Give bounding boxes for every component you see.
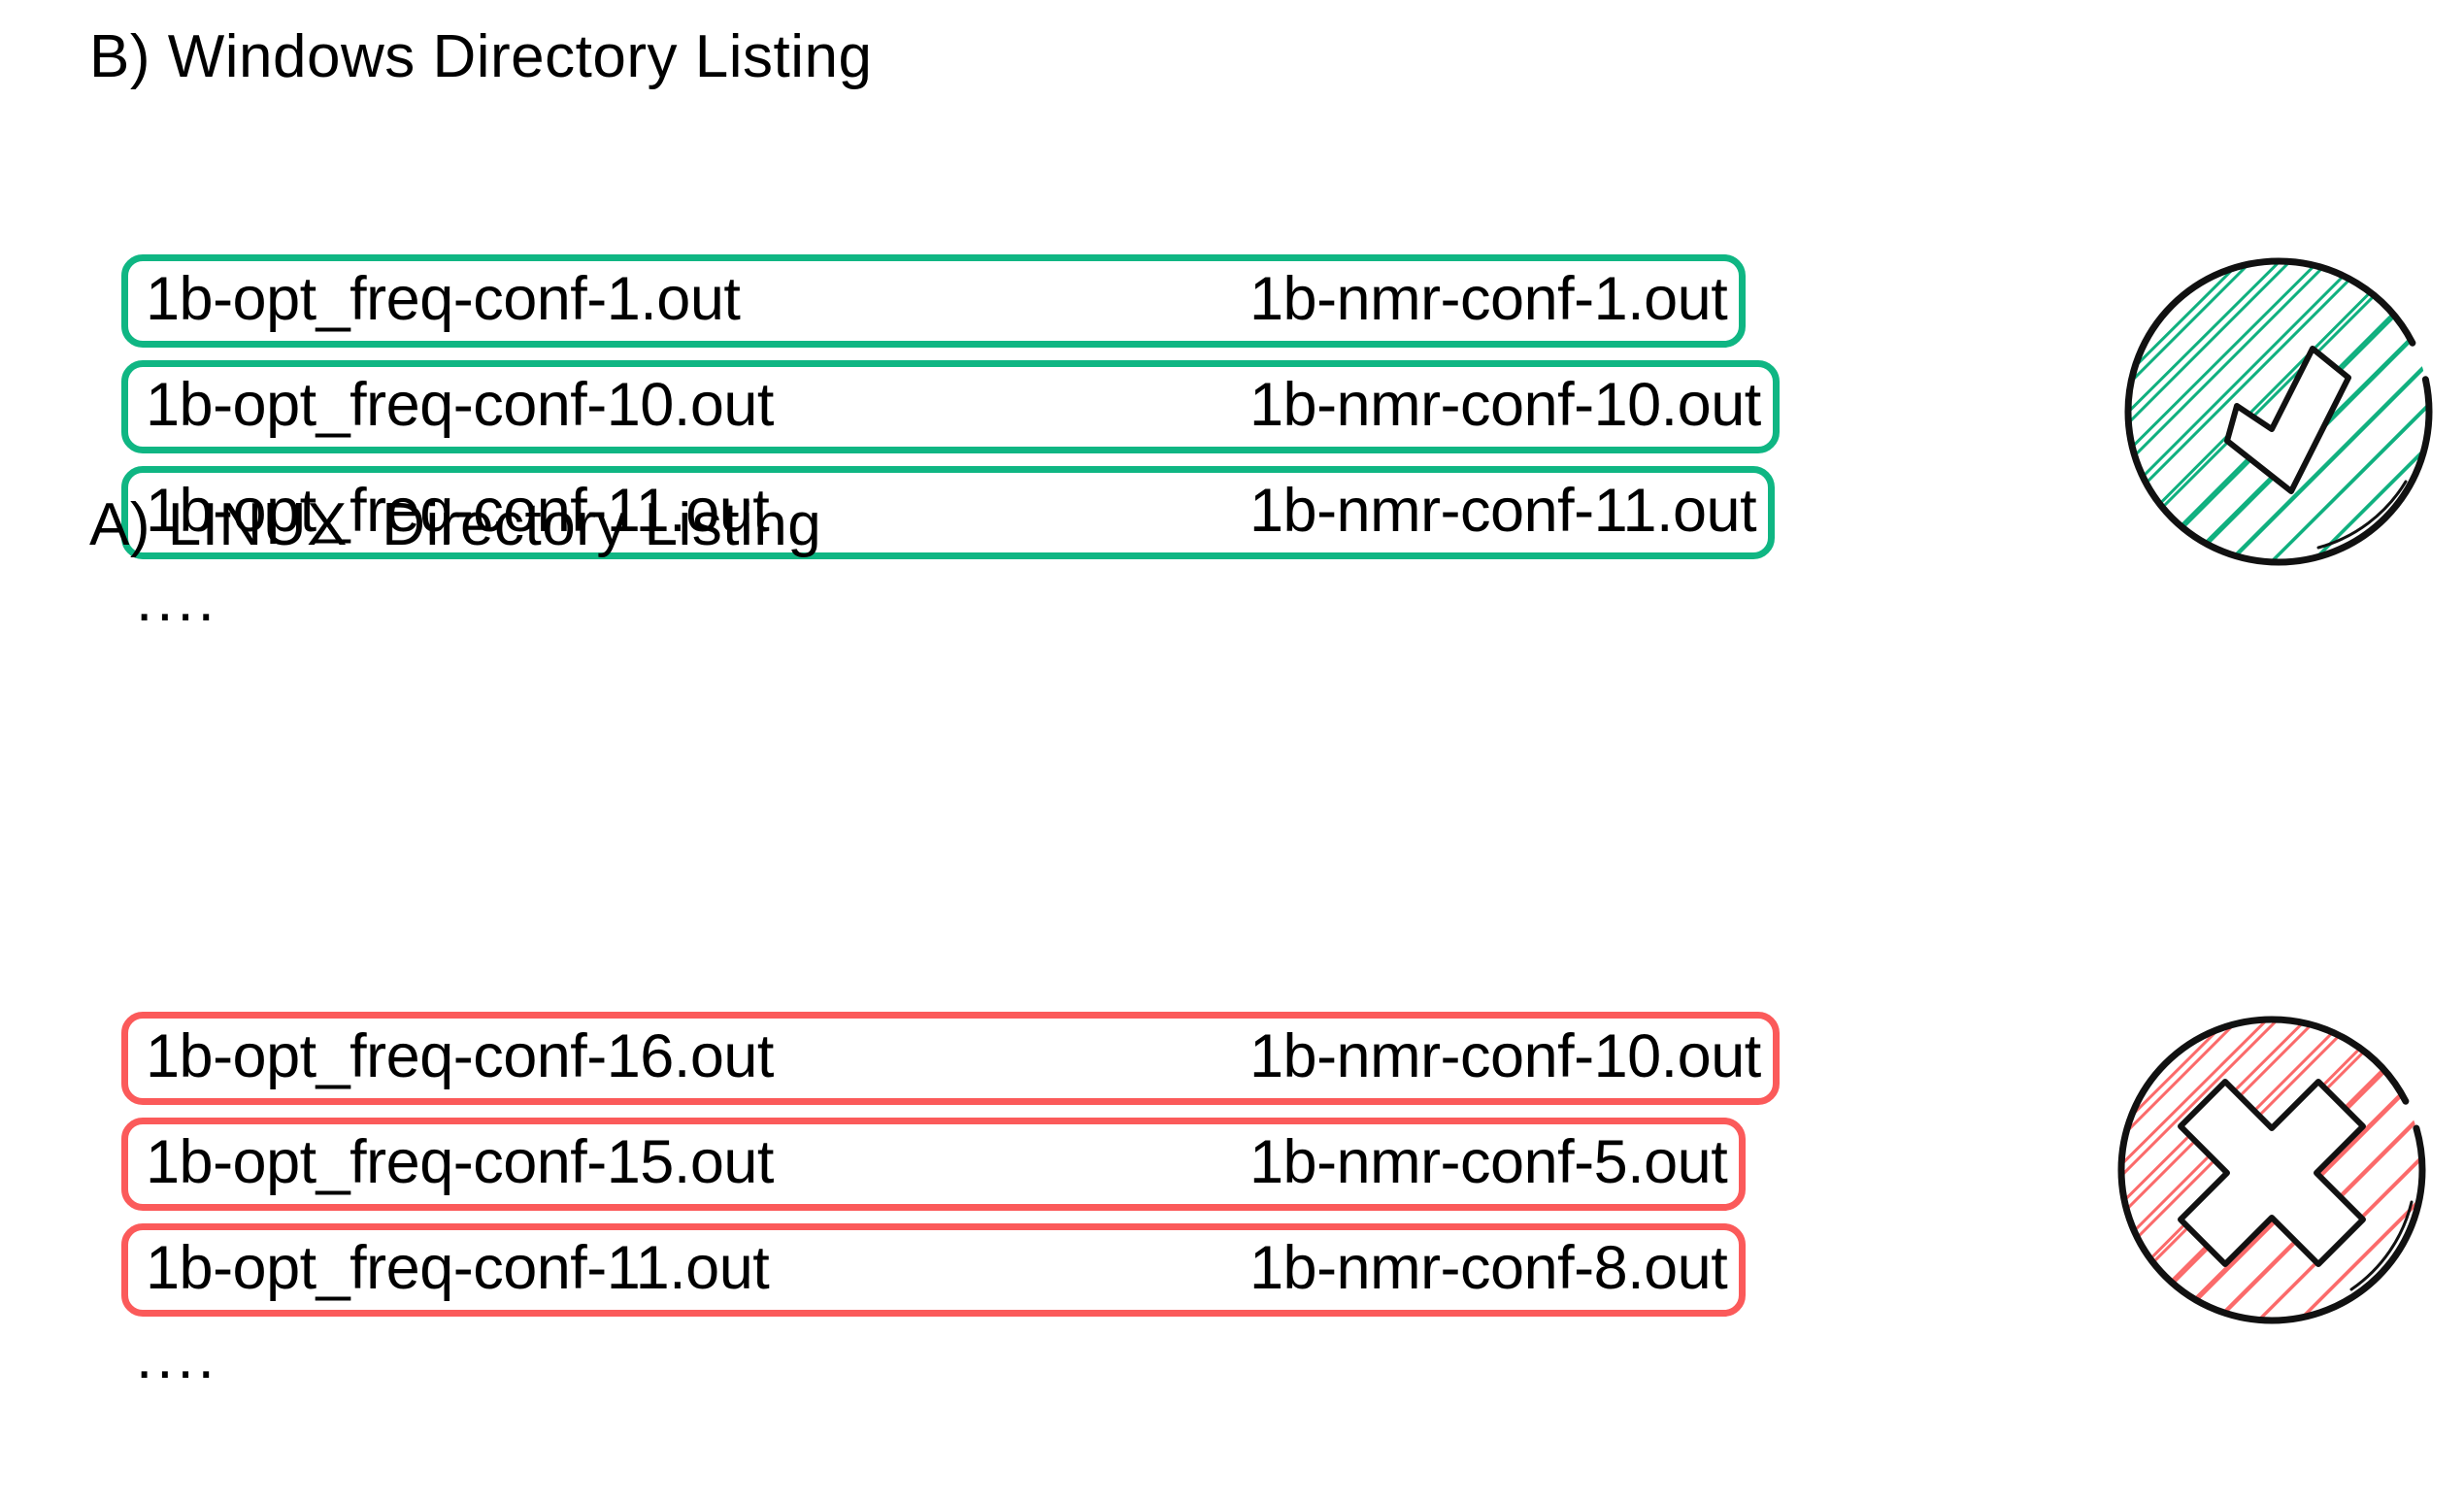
file-name-cell: 1b-opt_freq-conf-1.out xyxy=(146,265,741,334)
file-name-cell: 1b-opt_freq-conf-10.out xyxy=(146,371,774,440)
table-row[interactable]: 1b-opt_freq-conf-1.out 1b-nmr-conf-1.out xyxy=(121,254,1746,348)
check-circle-icon xyxy=(2118,251,2439,571)
table-row[interactable]: 1b-opt_freq-conf-16.out 1b-nmr-conf-10.o… xyxy=(121,1012,1780,1105)
file-name-cell: 1b-nmr-conf-10.out xyxy=(1249,1022,1761,1091)
file-name-cell: 1b-nmr-conf-8.out xyxy=(1249,1234,1728,1303)
directory-listing-linux: 1b-opt_freq-conf-16.out 1b-nmr-conf-10.o… xyxy=(121,1012,1780,1329)
file-name-cell: 1b-opt_freq-conf-11.out xyxy=(146,1234,770,1303)
file-name-cell: 1b-opt_freq-conf-11.out xyxy=(146,477,770,546)
directory-listing-windows: 1b-opt_freq-conf-1.out 1b-nmr-conf-1.out… xyxy=(121,254,1780,572)
table-row[interactable]: 1b-opt_freq-conf-11.out 1b-nmr-conf-8.ou… xyxy=(121,1223,1746,1317)
section-heading-linux: A) LINUX Directory Listing xyxy=(89,491,822,558)
file-name-cell: 1b-nmr-conf-1.out xyxy=(1249,265,1728,334)
listing-ellipsis-linux: .... xyxy=(136,1324,218,1391)
x-circle-icon xyxy=(2109,1008,2429,1328)
table-row[interactable]: 1b-opt_freq-conf-11.out 1b-nmr-conf-11.o… xyxy=(121,466,1775,559)
file-name-cell: 1b-nmr-conf-11.out xyxy=(1249,477,1757,546)
table-row[interactable]: 1b-opt_freq-conf-10.out 1b-nmr-conf-10.o… xyxy=(121,360,1780,453)
section-heading-windows: B) Windows Directory Listing xyxy=(89,23,873,90)
file-name-cell: 1b-nmr-conf-5.out xyxy=(1249,1128,1728,1197)
file-name-cell: 1b-opt_freq-conf-16.out xyxy=(146,1022,774,1091)
table-row[interactable]: 1b-opt_freq-conf-15.out 1b-nmr-conf-5.ou… xyxy=(121,1118,1746,1211)
listing-ellipsis-windows: .... xyxy=(136,567,218,634)
file-name-cell: 1b-nmr-conf-10.out xyxy=(1249,371,1761,440)
file-name-cell: 1b-opt_freq-conf-15.out xyxy=(146,1128,774,1197)
